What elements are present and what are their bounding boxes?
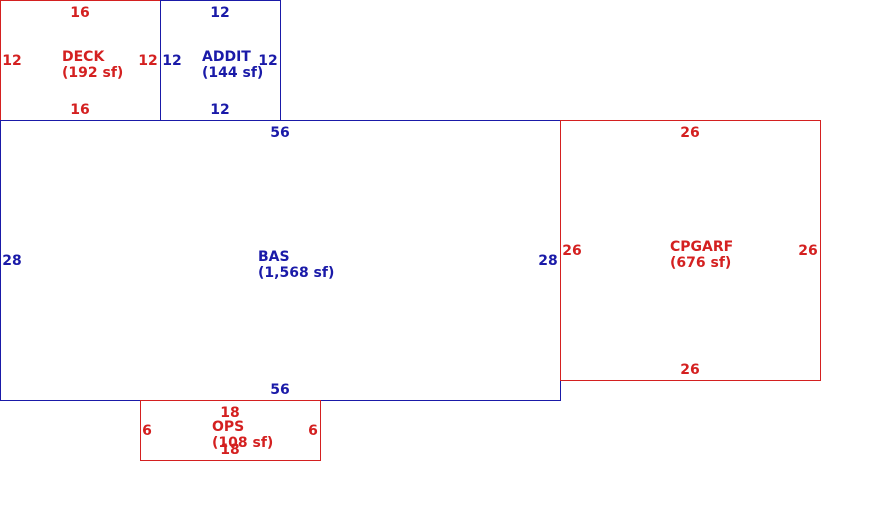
bas-dim-bottom: 56 [270,382,289,398]
bas-dim-top: 56 [270,125,289,141]
deck-dim-right: 12 [138,53,157,69]
cpgarf-outline [560,120,821,381]
ops-dim-left: 6 [142,423,152,439]
bas-name: BAS [258,249,290,265]
deck-dim-top: 16 [70,5,89,21]
bas-dim-left: 28 [2,253,21,269]
deck-area: DECK (192 sf) 16 16 12 12 [0,0,161,121]
addit-area-sf: (144 sf) [202,65,263,81]
bas-area: BAS (1,568 sf) 56 56 28 28 [0,120,561,401]
ops-outline [140,400,321,461]
addit-dim-left: 12 [162,53,181,69]
cpgarf-area: CPGARF (676 sf) 26 26 26 26 [560,120,821,381]
cpgarf-dim-right: 26 [798,243,817,259]
addit-area: ADDIT (144 sf) 12 12 12 12 [160,0,281,121]
addit-name: ADDIT [202,49,251,65]
cpgarf-dim-left: 26 [562,243,581,259]
ops-name: OPS [212,419,244,435]
ops-dim-right: 6 [308,423,318,439]
deck-dim-left: 12 [2,53,21,69]
ops-area: OPS (108 sf) 18 18 6 6 [140,400,321,461]
ops-dim-top: 18 [220,405,239,421]
bas-area-sf: (1,568 sf) [258,265,334,281]
deck-area-sf: (192 sf) [62,65,123,81]
cpgarf-dim-top: 26 [680,125,699,141]
addit-dim-right: 12 [258,53,277,69]
deck-name: DECK [62,49,105,65]
addit-dim-bottom: 12 [210,102,229,118]
deck-dim-bottom: 16 [70,102,89,118]
bas-dim-right: 28 [538,253,557,269]
ops-dim-bottom: 18 [220,442,239,458]
addit-dim-top: 12 [210,5,229,21]
cpgarf-dim-bottom: 26 [680,362,699,378]
cpgarf-name: CPGARF [670,239,733,255]
ops-area-sf: (108 sf) [212,435,273,451]
cpgarf-area-sf: (676 sf) [670,255,731,271]
